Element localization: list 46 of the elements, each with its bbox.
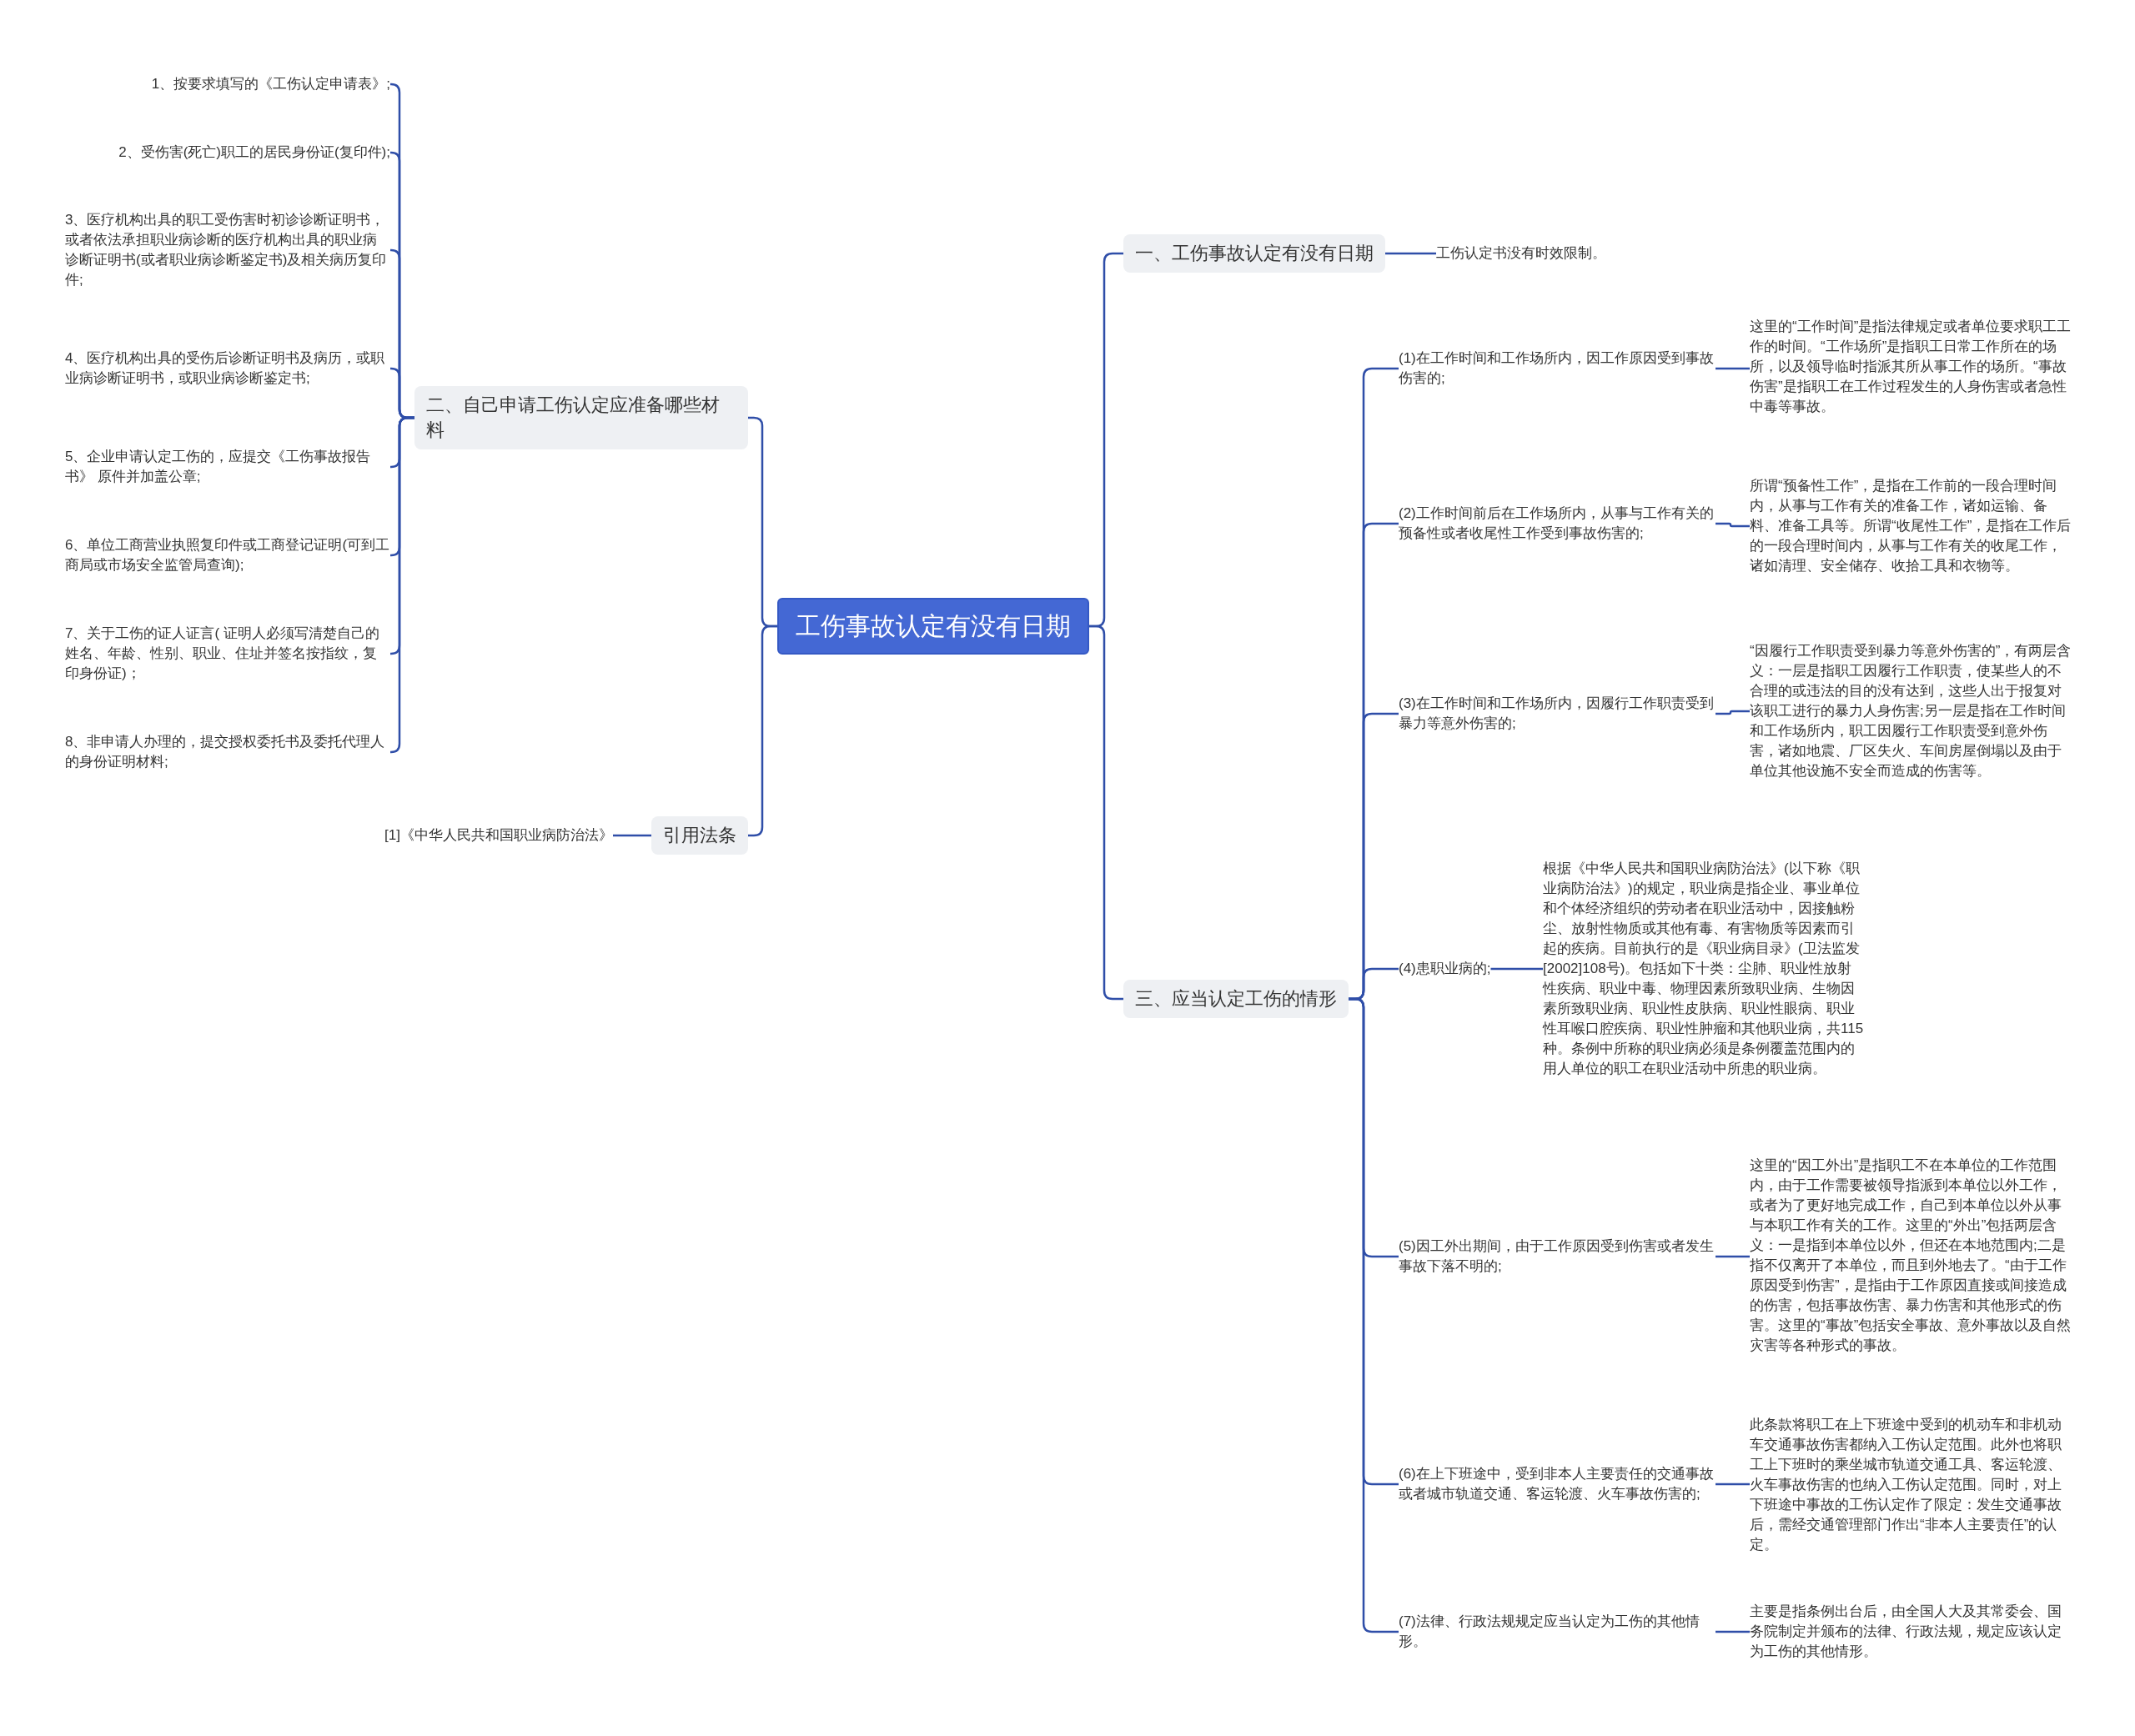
topic-text: 8、非申请人办理的，提交授权委托书及委托代理人的身份证明材料;: [65, 732, 390, 772]
connector-line: [1385, 252, 1436, 255]
topic-text: 4、医疗机构出具的受伤后诊断证明书及病历，或职业病诊断证明书，或职业病诊断鉴定书;: [65, 349, 390, 389]
topic-label: 引用法条: [663, 824, 736, 847]
branch-topic-box: [651, 816, 748, 855]
topic-text: 主要是指条例出台后，由全国人大及其常委会、国务院制定并颁布的法律、行政法规，规定应该认定为工伤的其他情形。: [1750, 1602, 2075, 1662]
topic-text: 所谓“预备性工作”，是指在工作前的一段合理时间内，从事与工作有关的准备工作，诸如运输、备料、准备工具等。所谓“收尾性工作”，是指在工作后的一段合理时间内，从事与工作有关的收尾工作，诸如清理、安全储存、收拾工具和衣物等。: [1750, 476, 2075, 576]
branch-topic-box: [414, 386, 748, 449]
topic-text: 6、单位工商营业执照复印件或工商登记证明(可到工商局或市场安全监管局查询);: [65, 535, 390, 575]
topic-text: 3、医疗机构出具的职工受伤害时初诊诊断证明书，或者依法承担职业病诊断的医疗机构出具的职业病诊断证明书(或者职业病诊断鉴定书)及相关病历复印件;: [65, 210, 390, 290]
topic-text: (7)法律、行政法规规定应当认定为工伤的其他情形。: [1399, 1612, 1716, 1652]
branch-topic-box: [1123, 980, 1349, 1018]
topic-text: (5)因工外出期间，由于工作原因受到伤害或者发生事故下落不明的;: [1399, 1237, 1716, 1277]
topic-text: (6)在上下班途中，受到非本人主要责任的交通事故或者城市轨道交通、客运轮渡、火车事故伤害的;: [1399, 1464, 1716, 1504]
topic-text: 2、受伤害(死亡)职工的居民身份证(复印件);: [118, 143, 390, 163]
topic-text: 1、按要求填写的《工伤认定申请表》;: [151, 74, 390, 94]
topic-text: (2)工作时间前后在工作场所内，从事与工作有关的预备性或者收尾性工作受到事故伤害的;: [1399, 504, 1716, 544]
topic-text: (3)在工作时间和工作场所内，因履行工作职责受到暴力等意外伤害的;: [1399, 694, 1716, 734]
topic-label: 三、应当认定工伤的情形: [1135, 987, 1337, 1011]
topic-text: “因履行工作职责受到暴力等意外伤害的”，有两层含义：一层是指职工因履行工作职责，使某些人的不合理的或违法的目的没有达到，这些人出于报复对该职工进行的暴力人身伤害;另一层是指在工作时间和工作场所内，职工因履行工作职责受到意外伤害，诸如地震、厂区失火、车间房屋倒塌以及由于单位其他设施不安全而造成的伤害等。: [1750, 641, 2075, 781]
topic-text: 此条款将职工在上下班途中受到的机动车和非机动车交通事故伤害都纳入工伤认定范围。此外也将职工上下班时的乘坐城市轨道交通工具、客运轮渡、火车事故伤害的也纳入工伤认定范围。同时，对上下班途中事故的工伤认定作了限定：发生交通事故后，需经交通管理部门作出“非本人主要责任”的认定。: [1750, 1415, 2075, 1555]
topic-text: [1]《中华人民共和国职业病防治法》: [384, 825, 613, 845]
topic-label: 一、工伤事故认定有没有日期: [1135, 242, 1374, 265]
branch-topic-box: [1123, 234, 1385, 273]
connector-line: [1716, 522, 1750, 528]
topic-text: 这里的“因工外出”是指职工不在本单位的工作范围内，由于工作需要被领导指派到本单位以外工作，或者为了更好地完成工作，自己到本单位以外从事与本职工作有关的工作。这里的“外出”包括两层含义：一是指到本单位以外，但还在本地范围内;二是指不仅离开了本单位，而且到外地去了。“由于工作原因受到伤害”，是指由于工作原因直接或间接造成的伤害，包括事故伤害、暴力伤害和其他形式的伤害。这里的“事故”包括安全事故、意外事故以及自然灾害等各种形式的事故。: [1750, 1156, 2075, 1356]
connector-line: [1716, 710, 1750, 715]
topic-label: 工伤事故认定有没有日期: [796, 611, 1071, 641]
topic-text: 工伤认定书没有时效限制。: [1436, 243, 1606, 263]
connector-line: [1089, 625, 1123, 1001]
connector-line: [1349, 997, 1399, 1633]
topic-text: (4)患职业病的;: [1399, 959, 1491, 979]
central-topic-box: [777, 598, 1089, 655]
topic-text: 7、关于工伤的证人证言( 证明人必须写清楚自己的姓名、年龄、性别、职业、住址并签名按指纹，复印身份证)；: [65, 624, 390, 684]
connector-line: [389, 416, 414, 754]
connector-line: [1716, 367, 1750, 370]
topic-text: 5、企业申请认定工伤的，应提交《工伤事故报告书》 原件并加盖公章;: [65, 447, 390, 487]
topic-text: 根据《中华人民共和国职业病防治法》(以下称《职业病防治法》)的规定，职业病是指企业、事业单位和个体经济组织的劳动者在职业活动中，因接触粉尘、放射性物质或其他有毒、有害物质等因素而引起的疾病。目前执行的是《职业病目录》(卫法监发[2002]108号)。包括如下十类：尘肺、职业性放射性疾病、职业中毒、物理因素所致职业病、生物因素所致职业病、职业性皮肤病、职业性眼病、职业性耳喉口腔疾病、职业性肿瘤和其他职业病，共115种。条例中所称的职业病必须是条例覆盖范围内的用人单位的职工在职业活动中所患的职业病。: [1543, 859, 1864, 1079]
connector-line: [1716, 1630, 1750, 1633]
topic-text: 这里的“工作时间”是指法律规定或者单位要求职工工作的时间。“工作场所”是指职工日常工作所在的场所，以及领导临时指派其所从事工作的场所。“事故伤害”是指职工在工作过程发生的人身伤害或者急性中毒等事故。: [1750, 317, 2075, 417]
connector-line: [613, 834, 651, 837]
connector-line: [1490, 967, 1543, 971]
connector-line: [1716, 1255, 1750, 1258]
connector-line: [1716, 1483, 1750, 1486]
topic-text: (1)在工作时间和工作场所内，因工作原因受到事故伤害的;: [1399, 349, 1716, 389]
topic-label: 二、自己申请工伤认定应准备哪些材料: [426, 394, 721, 442]
